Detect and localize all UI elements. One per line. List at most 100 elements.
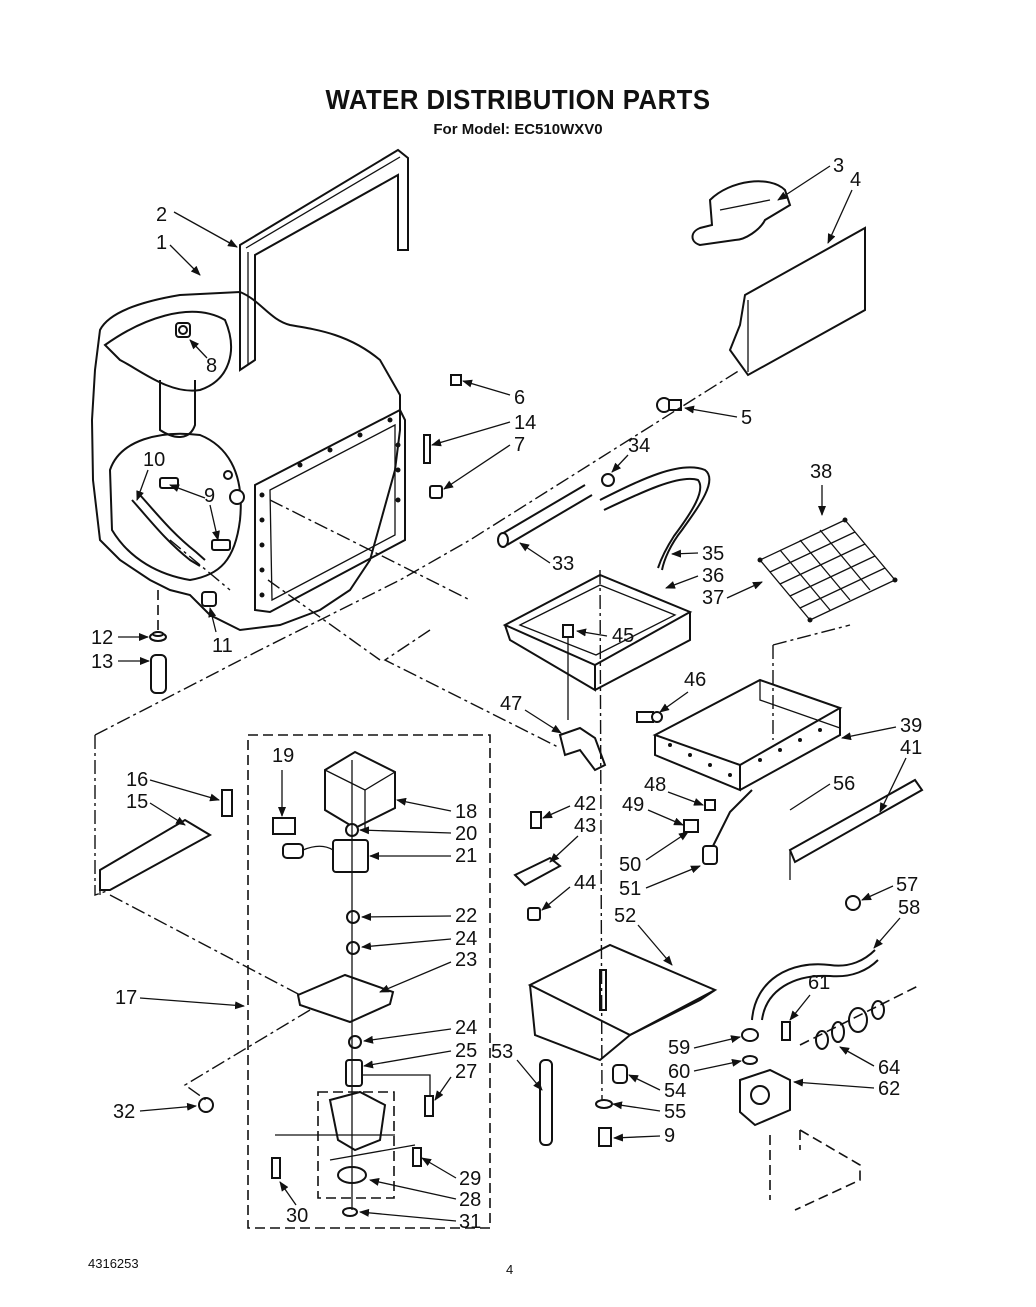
fitting-part-34	[601, 473, 615, 487]
callout-18: 18	[455, 801, 477, 823]
callout-50: 50	[619, 854, 641, 876]
callout-2: 2	[156, 204, 167, 226]
callout-64: 64	[878, 1057, 900, 1079]
bracket-part-23	[296, 973, 395, 1024]
fitting-part-45	[562, 624, 574, 720]
nut-part-7	[429, 485, 443, 499]
bin-part-52	[527, 943, 718, 1062]
hose-part-35	[599, 466, 711, 571]
callout-28: 28	[459, 1189, 481, 1211]
screw-part-9b	[598, 1127, 612, 1147]
screw-part-27	[424, 1095, 434, 1117]
callout-45: 45	[612, 625, 634, 647]
fitting-part-25	[345, 1059, 363, 1087]
callout-19: 19	[272, 745, 294, 767]
callout-55: 55	[664, 1101, 686, 1123]
screw-part-5	[656, 397, 682, 413]
page-title: WATER DISTRIBUTION PARTS	[325, 84, 711, 115]
callout-7: 7	[514, 434, 525, 456]
strip-part-41	[788, 778, 924, 880]
fitting-part-59	[741, 1028, 759, 1042]
callout-6: 6	[514, 387, 525, 409]
callout-31: 31	[459, 1211, 481, 1233]
bracket-part-16	[221, 789, 233, 817]
valve-part-62	[739, 1068, 791, 1127]
washer-part-24b	[348, 1035, 362, 1049]
callout-36: 36	[702, 565, 724, 587]
callout-52: 52	[614, 905, 636, 927]
callout-22: 22	[455, 905, 477, 927]
tube-part-10	[131, 477, 231, 567]
screw-part-29	[412, 1147, 422, 1167]
callout-30: 30	[286, 1205, 308, 1227]
screw-part-46	[636, 711, 663, 723]
callout-60: 60	[668, 1061, 690, 1083]
pump-part-28	[328, 1090, 387, 1184]
washer-part-31	[342, 1207, 358, 1217]
callout-20: 20	[455, 823, 477, 845]
washer-part-24a	[346, 941, 360, 955]
bracket-part-15	[99, 818, 213, 895]
callout-41: 41	[900, 737, 922, 759]
callout-14: 14	[514, 412, 536, 434]
screw-part-61	[781, 1021, 791, 1041]
bracket-part-47	[558, 726, 607, 772]
callout-11: 11	[212, 635, 233, 657]
screw-part-30	[271, 1157, 281, 1179]
washer-part-60	[742, 1055, 758, 1065]
callout-24b: 24	[455, 1017, 477, 1039]
callout-61: 61	[808, 972, 830, 994]
screw-part-32	[198, 1097, 214, 1113]
washer-part-22	[346, 910, 360, 924]
clip-part-6	[450, 374, 462, 386]
callout-15: 15	[126, 791, 148, 813]
motor-part-18	[324, 750, 396, 830]
callout-48: 48	[644, 774, 666, 796]
callout-49: 49	[622, 794, 644, 816]
wire-part-51	[702, 789, 753, 865]
callout-38: 38	[810, 461, 832, 483]
tube-part-33	[497, 484, 593, 548]
screw-part-57	[845, 895, 861, 911]
callout-59: 59	[668, 1037, 690, 1059]
foot-part-54	[612, 1064, 628, 1084]
callout-25: 25	[455, 1040, 477, 1062]
hose-part-58	[751, 949, 879, 1021]
callout-13: 13	[91, 651, 113, 673]
callout-35: 35	[702, 543, 724, 565]
callout-21: 21	[455, 845, 477, 867]
callout-62: 62	[878, 1078, 900, 1100]
cage-part-39	[652, 678, 843, 792]
callout-24a: 24	[455, 928, 477, 950]
clip-part-19	[272, 817, 296, 835]
callout-39: 39	[900, 715, 922, 737]
fitting-set-part-64	[799, 984, 921, 1050]
callout-17: 17	[115, 987, 137, 1009]
callouts: 2 1 8 10 9 11 12 13 6 14 7 3 4	[91, 155, 922, 1233]
gasket-part-2	[239, 148, 409, 372]
grommet-part-12	[149, 631, 167, 642]
washer-part-55	[595, 1099, 613, 1109]
liner-frame-part	[254, 408, 406, 614]
callout-9b: 9	[664, 1125, 675, 1147]
callout-37: 37	[702, 587, 724, 609]
callout-10: 10	[143, 449, 165, 471]
deflector-part-4	[728, 226, 866, 377]
callout-4: 4	[850, 169, 861, 191]
callout-54: 54	[664, 1080, 686, 1102]
hose-part-53	[539, 1059, 553, 1146]
callout-23: 23	[455, 949, 477, 971]
callout-8: 8	[206, 355, 217, 377]
clip-part-49	[683, 819, 699, 833]
callout-57: 57	[896, 874, 918, 896]
callout-5: 5	[741, 407, 752, 429]
bin-part-3	[691, 180, 792, 247]
liner-panel-part-1	[90, 290, 401, 632]
callout-33: 33	[552, 553, 574, 575]
model-subtitle: For Model: EC510WXV0	[433, 121, 603, 138]
callout-34: 34	[628, 435, 650, 457]
screw-part-42	[530, 811, 542, 829]
page-number: 4	[506, 1262, 514, 1277]
tray-part-36	[502, 573, 693, 692]
